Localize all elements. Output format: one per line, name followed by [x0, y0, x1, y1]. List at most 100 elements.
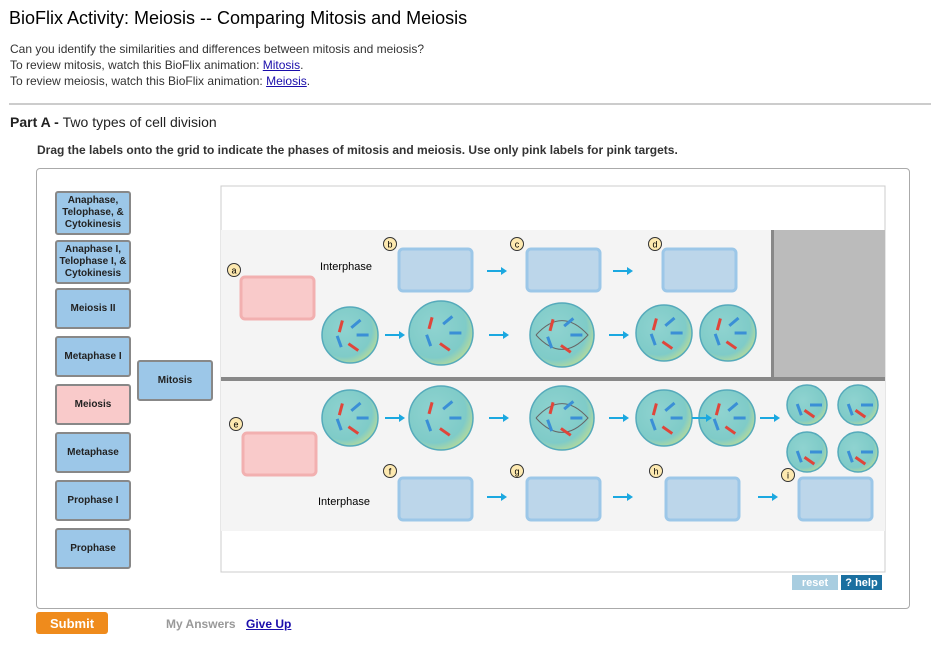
chromosome: [712, 418, 720, 431]
target-marker: [383, 464, 397, 478]
chromosome: [664, 316, 676, 327]
chromosome: [724, 425, 737, 435]
give-up-link[interactable]: Give Up: [246, 617, 292, 631]
target-letter: a: [231, 266, 236, 276]
gray-area: [773, 230, 885, 378]
drag-label[interactable]: Prophase: [55, 528, 131, 569]
drag-label[interactable]: Metaphase: [55, 432, 131, 473]
blue-drop-target[interactable]: [397, 247, 474, 293]
arrow-icon: [501, 493, 507, 501]
activity-panel: [36, 168, 910, 609]
arrow-icon: [623, 414, 629, 422]
drag-label[interactable]: Meiosis II: [55, 288, 131, 329]
chromosome: [442, 315, 454, 326]
cell: [408, 300, 474, 366]
submit-button[interactable]: Submit: [36, 612, 108, 634]
cell: [837, 431, 879, 473]
cell: [529, 302, 595, 368]
period: .: [306, 74, 311, 88]
chromosome: [664, 401, 676, 412]
chromosome: [425, 334, 433, 347]
chromosome: [861, 403, 873, 407]
chromosome: [661, 425, 674, 435]
reset-button[interactable]: reset: [792, 575, 838, 590]
drag-label[interactable]: Meiosis: [55, 384, 131, 425]
chromosome: [350, 401, 362, 412]
chromosome: [854, 456, 867, 466]
part-prefix: Part A -: [10, 114, 63, 130]
blue-drop-target[interactable]: [525, 247, 602, 293]
chromosome: [713, 333, 721, 346]
pink-drop-target[interactable]: [239, 275, 316, 321]
meiosis-link[interactable]: Meiosis: [266, 74, 307, 88]
interphase-label: Interphase: [318, 496, 370, 508]
arrow-icon: [501, 267, 507, 275]
chromosome: [337, 403, 344, 416]
drag-label[interactable]: Anaphase, Telophase, & Cytokinesis: [55, 191, 131, 235]
chromosome: [714, 403, 721, 416]
chromosome: [563, 400, 575, 411]
target-marker: [510, 464, 524, 478]
target-letter: g: [514, 467, 519, 477]
cell: [837, 384, 879, 426]
chromosome: [449, 416, 462, 420]
cell: [786, 431, 828, 473]
target-marker: [383, 237, 397, 251]
my-answers[interactable]: My Answers: [166, 617, 236, 631]
chromosome: [715, 318, 722, 331]
chromosome: [734, 331, 747, 335]
chromosome: [846, 450, 854, 463]
target-letter: i: [787, 471, 789, 481]
chromosome: [861, 450, 873, 454]
chromosome: [810, 403, 822, 407]
chromosome: [350, 318, 362, 329]
intro-text: To review mitosis, watch this BioFlix an…: [10, 58, 263, 72]
blue-drop-target[interactable]: [797, 476, 874, 522]
intro-text: To review meiosis, watch this BioFlix an…: [10, 74, 267, 88]
blue-drop-target[interactable]: [664, 476, 741, 522]
arrow-icon: [399, 414, 405, 422]
chromosome: [725, 340, 738, 350]
drag-label[interactable]: Metaphase I: [55, 336, 131, 377]
chromosome: [449, 331, 462, 335]
mitosis-link[interactable]: Mitosis: [262, 58, 301, 72]
drag-label[interactable]: Prophase I: [55, 480, 131, 521]
chromosome: [733, 416, 746, 420]
instructions: Drag the labels onto the grid to indicat…: [37, 143, 678, 157]
arrow-icon: [774, 414, 780, 422]
arrow-icon: [627, 267, 633, 275]
chromosome: [546, 419, 554, 432]
chromosome: [846, 403, 854, 416]
chromosome: [442, 400, 454, 411]
chromosome: [570, 333, 583, 337]
arrow-icon: [503, 414, 509, 422]
chromosome: [548, 401, 555, 415]
chromosome: [356, 416, 369, 420]
part-title: Two types of cell division: [62, 114, 217, 130]
pink-drop-target[interactable]: [241, 431, 318, 477]
chromosome: [335, 418, 343, 431]
interphase-label: Interphase: [320, 261, 372, 273]
arrow-icon: [772, 493, 778, 501]
target-marker: [229, 417, 243, 431]
blue-drop-target[interactable]: [661, 247, 738, 293]
chromosome: [670, 416, 683, 420]
band-divider: [221, 377, 885, 381]
blue-drop-target[interactable]: [525, 476, 602, 522]
help-button[interactable]: ? help: [841, 575, 882, 590]
target-letter: e: [233, 420, 238, 430]
chromosome: [560, 344, 572, 354]
chromosome: [427, 316, 434, 330]
chromosome: [347, 342, 360, 352]
cell: [699, 304, 757, 362]
chromosome: [546, 336, 554, 349]
chromosome: [563, 317, 575, 328]
target-letter: d: [652, 240, 657, 250]
target-marker: [781, 468, 795, 482]
chromosome: [795, 450, 803, 463]
placed-label-mitosis[interactable]: Mitosis: [137, 360, 213, 401]
intro-question: Can you identify the similarities and di…: [10, 42, 424, 56]
blue-drop-target[interactable]: [397, 476, 474, 522]
drag-label[interactable]: Anaphase I, Telophase I, & Cytokinesis: [55, 240, 131, 284]
